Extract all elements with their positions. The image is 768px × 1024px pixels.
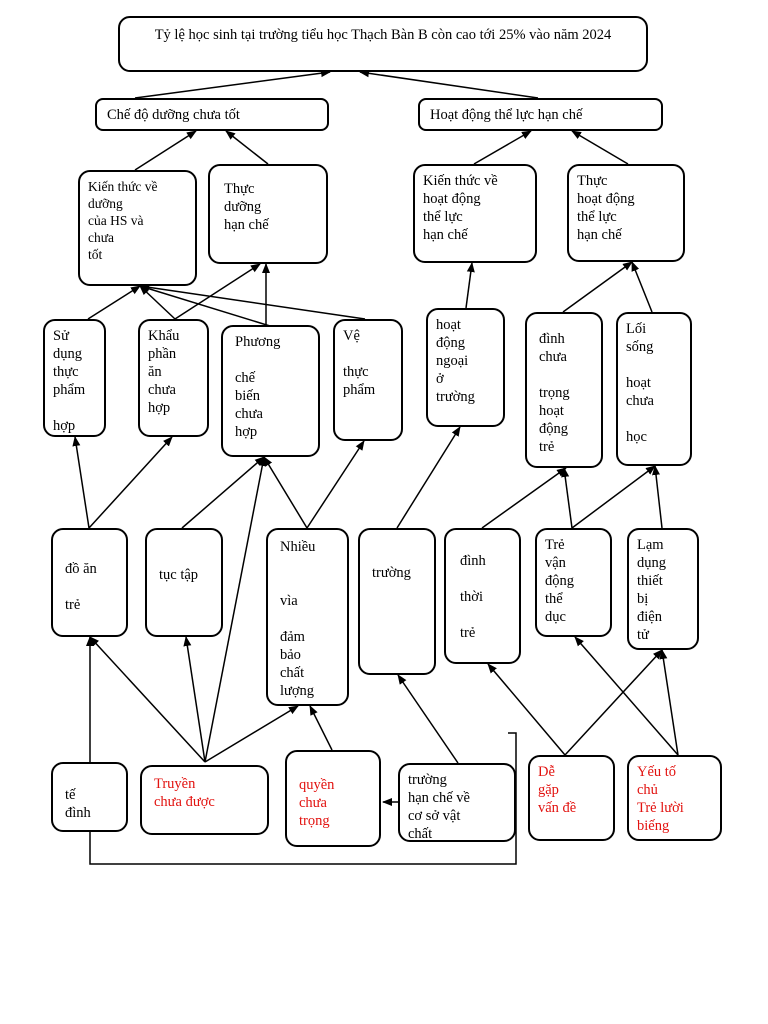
arrow <box>659 649 679 756</box>
arrow <box>564 649 663 756</box>
arrow <box>306 440 365 529</box>
arrow <box>562 261 633 313</box>
outdoor-activity-box: hoạt động ngoại ở trường <box>426 308 505 427</box>
physical-practice-box: Thực hoạt động thể lực hạn chế <box>567 164 685 262</box>
communication-box: Truyền chưa được <box>140 765 269 835</box>
many-roadside-box: Nhiều vìa đảm bảo chất lượng <box>266 528 349 706</box>
bracket-line <box>89 732 517 865</box>
nutrition-practice-box: Thực dưỡng hạn chế <box>208 164 328 264</box>
child-food-box: đồ ăn trẻ <box>51 528 128 637</box>
physical-knowledge-box: Kiến thức về hoạt động thể lực hạn chế <box>413 164 537 263</box>
arrow <box>574 636 679 756</box>
arrow <box>561 467 573 529</box>
device-abuse-box: Lạm dụng thiết bị điện tử <box>627 528 699 650</box>
arrow <box>263 456 308 529</box>
arrow <box>225 130 269 165</box>
authority-box: quyền chưa trọng <box>285 750 381 847</box>
arrow <box>631 261 653 313</box>
lifestyle-box: Lối sống hoạt chưa học <box>616 312 692 466</box>
arrow <box>397 674 459 764</box>
arrow <box>139 283 366 320</box>
arrow <box>134 130 197 171</box>
easy-problem-box: Dễ gặp vấn đề <box>528 755 615 841</box>
subjective-factor-box: Yếu tố chủ Trẻ lười biếng <box>627 755 722 841</box>
title-box: Tỷ lệ học sinh tại trường tiểu học Thạch… <box>118 16 648 72</box>
arrow <box>87 285 141 320</box>
arrow <box>465 262 475 309</box>
arrow <box>72 436 90 529</box>
arrow <box>396 426 461 529</box>
economy-box: tế đình <box>51 762 128 832</box>
family-time-box: đình thời trẻ <box>444 528 521 664</box>
school-box: trường <box>358 528 436 675</box>
arrow <box>204 456 267 763</box>
arrow <box>652 465 663 529</box>
arrow <box>473 130 532 165</box>
cooking-method-box: Phương chế biến chưa hợp <box>221 325 320 457</box>
food-hygiene-box: Vệ thực phẩm <box>333 319 403 441</box>
arrow <box>183 636 206 763</box>
arrow <box>309 705 333 751</box>
food-use-box: Sử dụng thực phẩm hợp <box>43 319 106 437</box>
arrow <box>134 69 331 99</box>
arrow <box>174 263 261 320</box>
food-portion-box: Khẩu phần ăn chưa hợp <box>138 319 209 437</box>
arrow <box>89 636 206 763</box>
arrow <box>88 436 173 529</box>
physical-activity-box: Hoạt động thể lực hạn chế <box>418 98 663 131</box>
arrow <box>481 467 567 529</box>
arrow <box>359 69 539 99</box>
family-attention-box: đình chưa trọng hoạt động trẻ <box>525 312 603 468</box>
arrow <box>487 663 566 756</box>
arrow <box>181 456 265 529</box>
nutrition-knowledge-box: Kiến thức về dưỡng của HS và chưa tốt <box>78 170 197 286</box>
arrow <box>204 705 299 763</box>
arrow <box>139 284 271 327</box>
nutrition-box: Chế độ dưỡng chưa tốt <box>95 98 329 131</box>
arrow <box>571 465 656 529</box>
custom-habit-box: tục tập <box>145 528 223 637</box>
facilities-box: trường hạn chế về cơ sở vật chất <box>398 763 516 842</box>
kids-exercise-box: Trẻ vận động thể dục <box>535 528 612 637</box>
arrow <box>571 130 629 165</box>
